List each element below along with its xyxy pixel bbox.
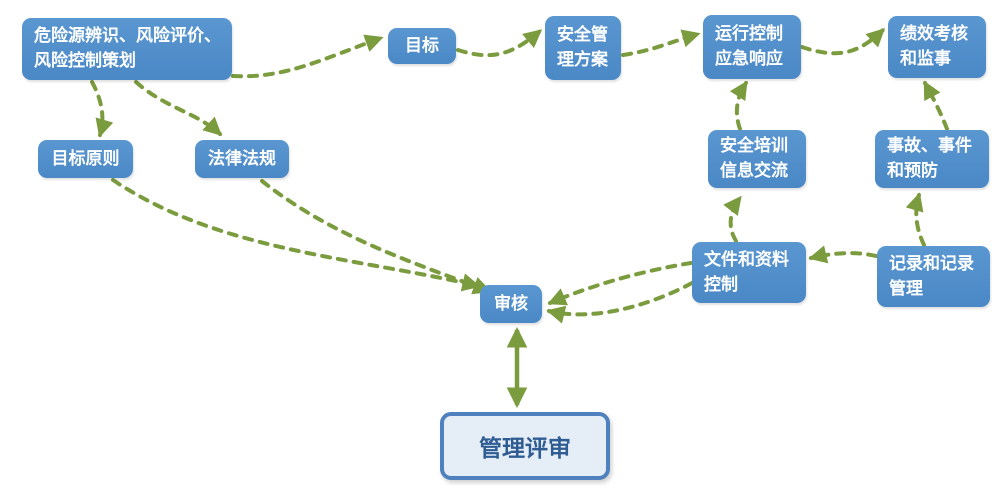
edge-target-safety-plan (456, 29, 543, 58)
node-management-review: 管理评审 (440, 412, 610, 480)
edge-target-principle-audit (111, 178, 481, 292)
edge-laws-audit (260, 179, 492, 295)
edge-operation-performance (800, 28, 885, 56)
node-records-management: 记录和记录 管理 (877, 246, 990, 307)
edge-records-documents (808, 245, 878, 264)
node-safety-management-plan: 安全管 理方案 (545, 16, 621, 80)
edge-documents-audit-upper (547, 261, 693, 306)
edge-documents-training (723, 195, 742, 243)
edge-hazard-target (231, 34, 384, 79)
node-target-principle: 目标原则 (38, 140, 133, 178)
node-target: 目标 (388, 28, 456, 64)
node-accidents-incidents-prevention: 事故、事件 和预防 (875, 130, 989, 188)
edge-records-accidents (905, 192, 926, 247)
edge-hazard-target-principle (90, 80, 114, 138)
node-hazard-identification: 危险源辨识、风险评价、 风险控制策划 (22, 18, 232, 80)
edge-training-operation (729, 80, 748, 131)
edge-hazard-laws (134, 80, 223, 136)
node-operation-control-emergency-response: 运行控制 应急响应 (703, 15, 801, 79)
edge-safety-plan-operation (621, 29, 701, 57)
node-audit: 审核 (480, 285, 542, 323)
node-laws-regulations: 法律法规 (195, 140, 289, 178)
node-document-data-control: 文件和资料 控制 (692, 242, 806, 303)
node-performance-assessment-supervision: 绩效考核 和监事 (888, 16, 986, 78)
edge-accidents-performance (923, 80, 949, 131)
edge-documents-audit-lower (546, 281, 694, 324)
node-safety-training-information-exchange: 安全培训 信息交流 (708, 130, 806, 188)
